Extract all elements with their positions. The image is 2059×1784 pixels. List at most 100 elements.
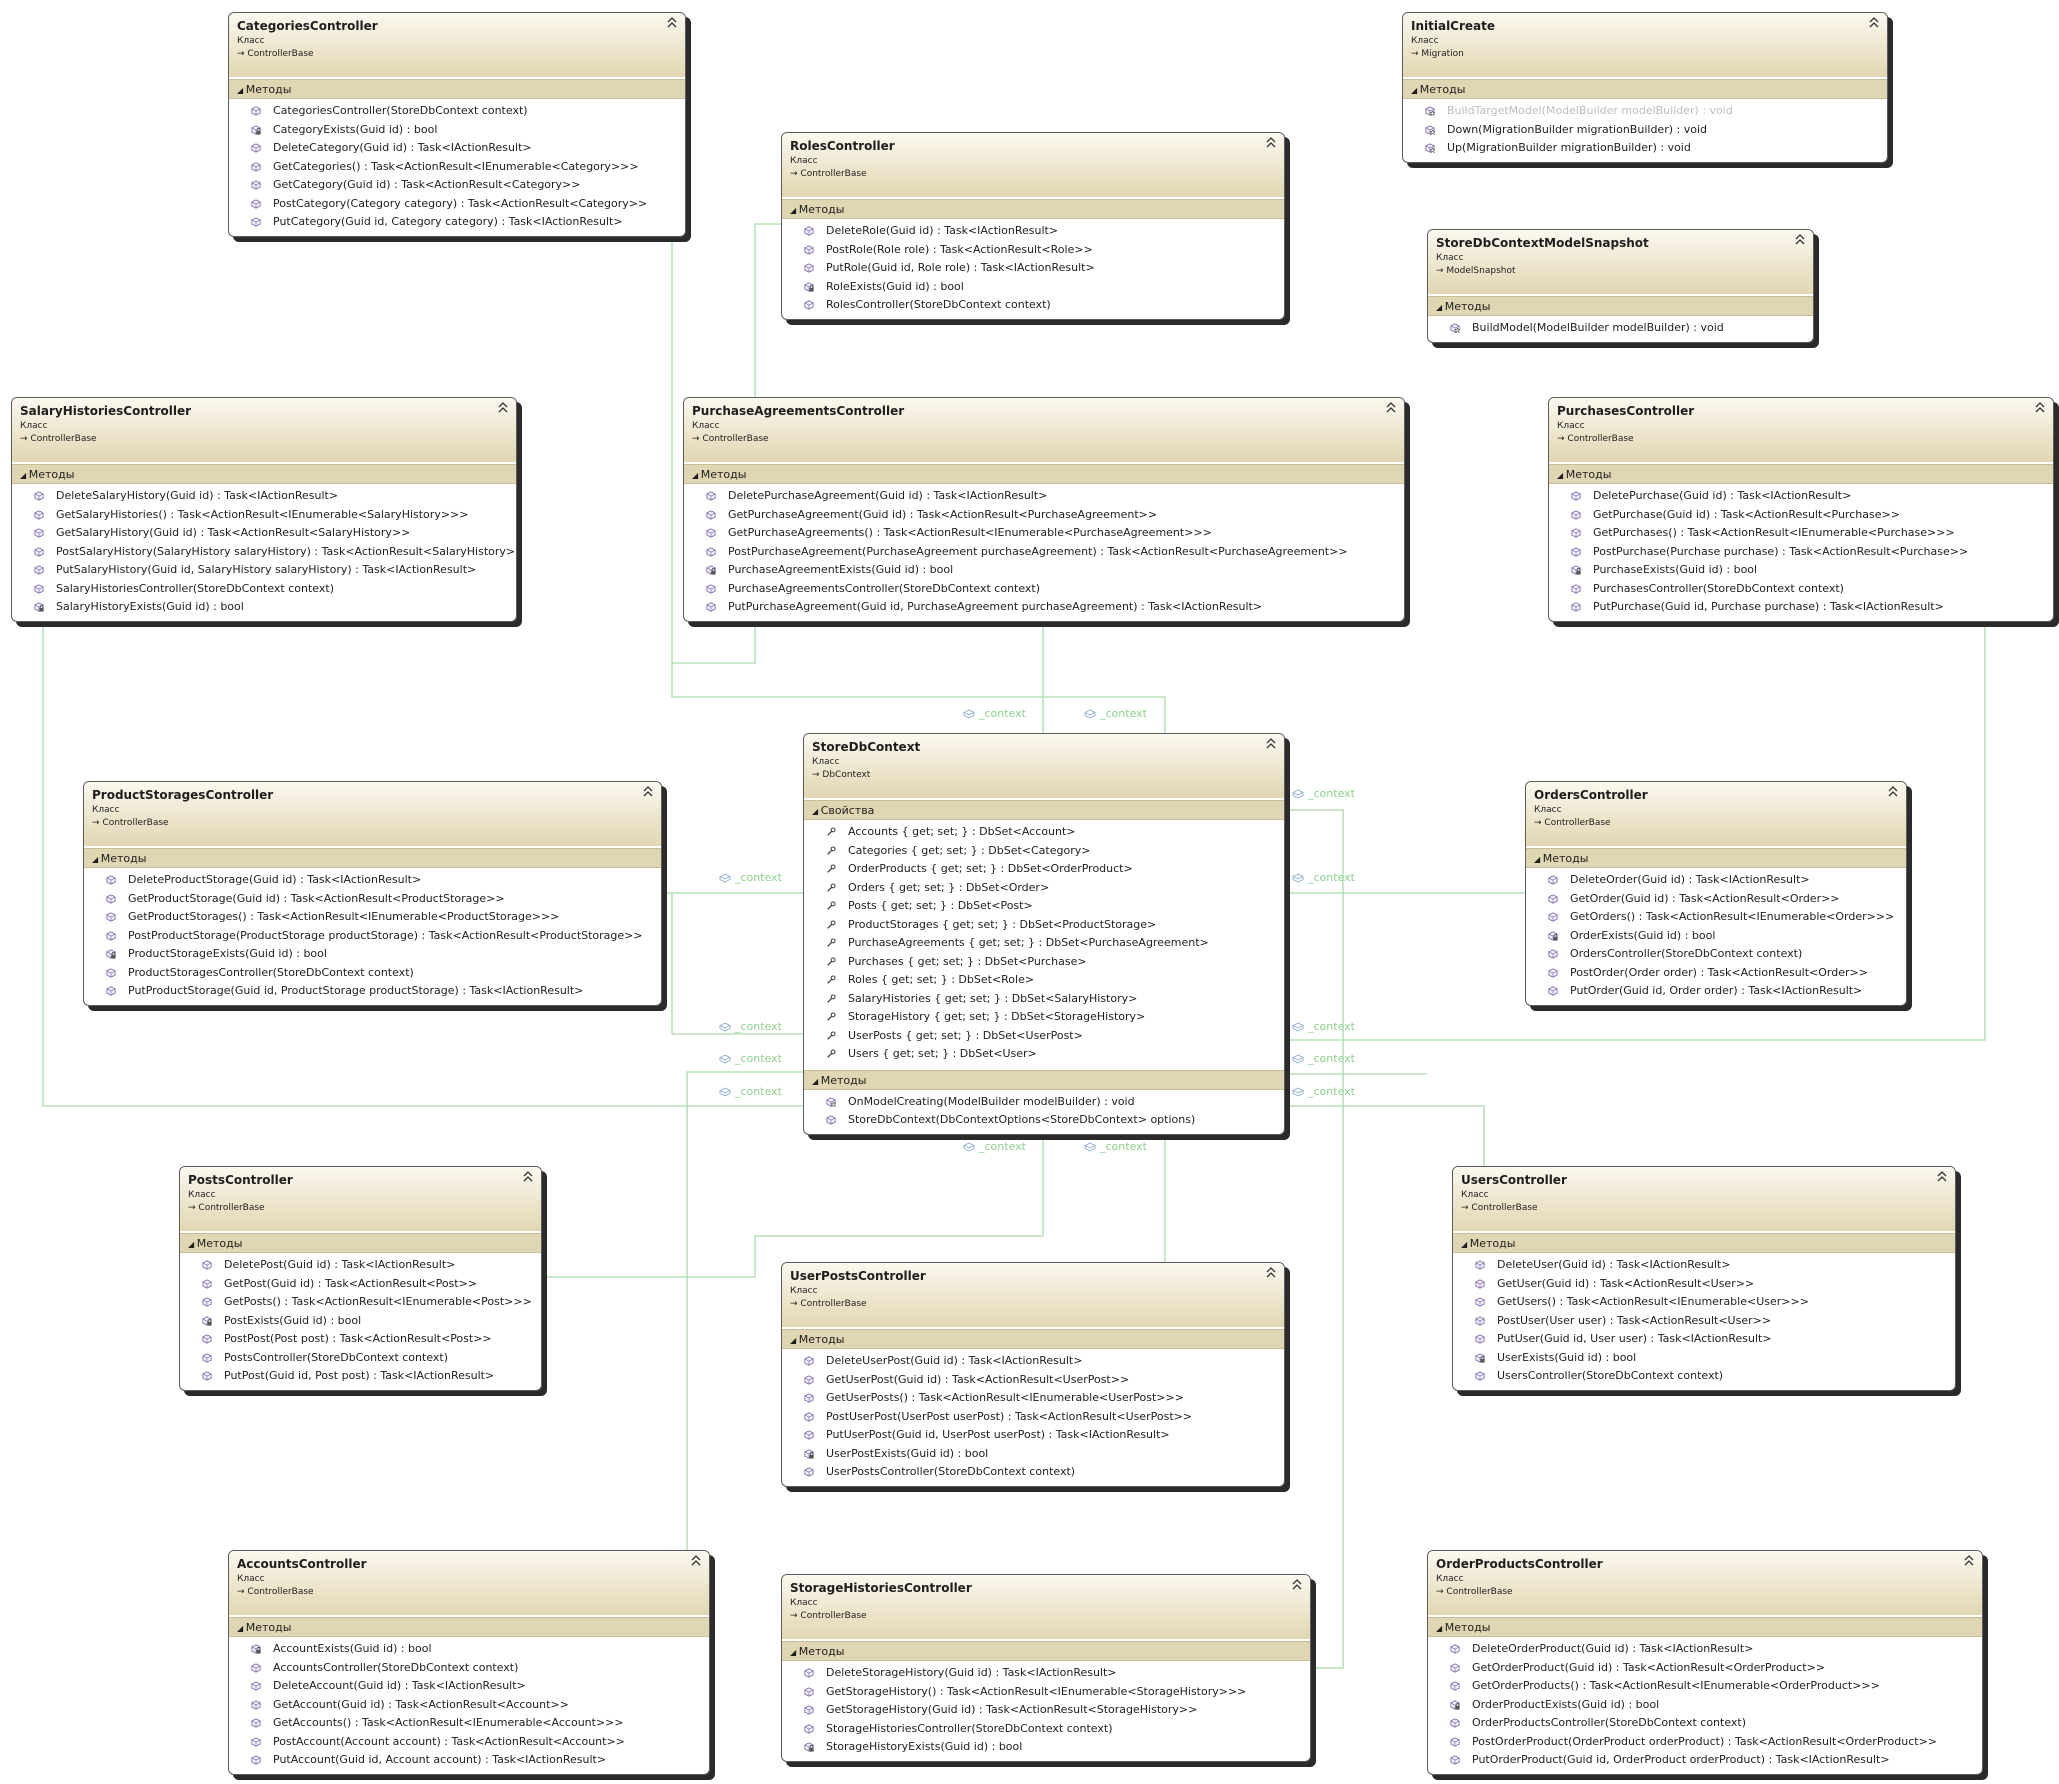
property-row[interactable]: OrderProducts { get; set; } : DbSet<Orde… xyxy=(804,860,1284,879)
property-row[interactable]: Purchases { get; set; } : DbSet<Purchase… xyxy=(804,953,1284,972)
method-row[interactable]: GetSalaryHistory(Guid id) : Task<ActionR… xyxy=(12,524,516,543)
method-row[interactable]: PutOrder(Guid id, Order order) : Task<IA… xyxy=(1526,982,1906,1001)
method-row[interactable]: GetOrderProduct(Guid id) : Task<ActionRe… xyxy=(1428,1659,1982,1678)
method-row[interactable]: UserPostExists(Guid id) : bool xyxy=(782,1445,1284,1464)
method-row[interactable]: ProductStoragesController(StoreDbContext… xyxy=(84,964,661,983)
method-row[interactable]: PutUser(Guid id, User user) : Task<IActi… xyxy=(1453,1330,1955,1349)
method-row[interactable]: PostExists(Guid id) : bool xyxy=(180,1312,541,1331)
method-row[interactable]: GetProductStorage(Guid id) : Task<Action… xyxy=(84,890,661,909)
collapse-chevron-icon[interactable] xyxy=(1266,1267,1276,1281)
method-row[interactable]: DeleteUserPost(Guid id) : Task<IActionRe… xyxy=(782,1352,1284,1371)
method-row[interactable]: BuildModel(ModelBuilder modelBuilder) : … xyxy=(1428,319,1813,338)
section-header-properties[interactable]: ◢ Свойства xyxy=(804,800,1284,820)
collapse-chevron-icon[interactable] xyxy=(1888,786,1898,800)
section-header-methods[interactable]: ◢ Методы xyxy=(84,848,661,868)
method-row[interactable]: DeleteRole(Guid id) : Task<IActionResult… xyxy=(782,222,1284,241)
section-header-methods[interactable]: ◢ Методы xyxy=(1403,79,1887,99)
method-row[interactable]: PutSalaryHistory(Guid id, SalaryHistory … xyxy=(12,561,516,580)
method-row[interactable]: OnModelCreating(ModelBuilder modelBuilde… xyxy=(804,1093,1284,1112)
method-row[interactable]: PutPurchaseAgreement(Guid id, PurchaseAg… xyxy=(684,598,1404,617)
method-row[interactable]: GetSalaryHistories() : Task<ActionResult… xyxy=(12,506,516,525)
collapse-chevron-icon[interactable] xyxy=(667,17,677,31)
method-row[interactable]: PurchaseAgreementsController(StoreDbCont… xyxy=(684,580,1404,599)
method-row[interactable]: PostSalaryHistory(SalaryHistory salaryHi… xyxy=(12,543,516,562)
collapse-chevron-icon[interactable] xyxy=(1964,1555,1974,1569)
section-header-methods[interactable]: ◢ Методы xyxy=(229,1617,709,1637)
method-row[interactable]: PutPost(Guid id, Post post) : Task<IActi… xyxy=(180,1367,541,1386)
method-row[interactable]: AccountExists(Guid id) : bool xyxy=(229,1640,709,1659)
method-row[interactable]: CategoriesController(StoreDbContext cont… xyxy=(229,102,685,121)
method-row[interactable]: GetProductStorages() : Task<ActionResult… xyxy=(84,908,661,927)
method-row[interactable]: GetPurchaseAgreement(Guid id) : Task<Act… xyxy=(684,506,1404,525)
method-row[interactable]: RolesController(StoreDbContext context) xyxy=(782,296,1284,315)
method-row[interactable]: UserExists(Guid id) : bool xyxy=(1453,1349,1955,1368)
method-row[interactable]: PutCategory(Guid id, Category category) … xyxy=(229,213,685,232)
property-row[interactable]: Categories { get; set; } : DbSet<Categor… xyxy=(804,842,1284,861)
method-row[interactable]: GetPosts() : Task<ActionResult<IEnumerab… xyxy=(180,1293,541,1312)
method-row[interactable]: AccountsController(StoreDbContext contex… xyxy=(229,1659,709,1678)
method-row[interactable]: GetPurchaseAgreements() : Task<ActionRes… xyxy=(684,524,1404,543)
method-row[interactable]: RoleExists(Guid id) : bool xyxy=(782,278,1284,297)
section-header-methods[interactable]: ◢ Методы xyxy=(782,1641,1310,1661)
method-row[interactable]: PostCategory(Category category) : Task<A… xyxy=(229,195,685,214)
method-row[interactable]: PutUserPost(Guid id, UserPost userPost) … xyxy=(782,1426,1284,1445)
method-row[interactable]: PutOrderProduct(Guid id, OrderProduct or… xyxy=(1428,1751,1982,1770)
section-header-methods[interactable]: ◢ Методы xyxy=(1453,1233,1955,1253)
method-row[interactable]: PostOrderProduct(OrderProduct orderProdu… xyxy=(1428,1733,1982,1752)
method-row[interactable]: SalaryHistoriesController(StoreDbContext… xyxy=(12,580,516,599)
collapse-chevron-icon[interactable] xyxy=(498,402,508,416)
collapse-chevron-icon[interactable] xyxy=(2035,402,2045,416)
method-row[interactable]: GetPurchase(Guid id) : Task<ActionResult… xyxy=(1549,506,2053,525)
method-row[interactable]: UserPostsController(StoreDbContext conte… xyxy=(782,1463,1284,1482)
collapse-chevron-icon[interactable] xyxy=(643,786,653,800)
method-row[interactable]: PostUser(User user) : Task<ActionResult<… xyxy=(1453,1312,1955,1331)
method-row[interactable]: OrderProductsController(StoreDbContext c… xyxy=(1428,1714,1982,1733)
section-header-methods[interactable]: ◢ Методы xyxy=(782,1329,1284,1349)
property-row[interactable]: SalaryHistories { get; set; } : DbSet<Sa… xyxy=(804,990,1284,1009)
property-row[interactable]: Orders { get; set; } : DbSet<Order> xyxy=(804,879,1284,898)
method-row[interactable]: DeletePost(Guid id) : Task<IActionResult… xyxy=(180,1256,541,1275)
section-header-methods[interactable]: ◢ Методы xyxy=(1549,464,2053,484)
section-header-methods[interactable]: ◢ Методы xyxy=(12,464,516,484)
method-row[interactable]: PostProductStorage(ProductStorage produc… xyxy=(84,927,661,946)
method-row[interactable]: DeleteUser(Guid id) : Task<IActionResult… xyxy=(1453,1256,1955,1275)
section-header-methods[interactable]: ◢ Методы xyxy=(229,79,685,99)
method-row[interactable]: Up(MigrationBuilder migrationBuilder) : … xyxy=(1403,139,1887,158)
method-row[interactable]: GetAccounts() : Task<ActionResult<IEnume… xyxy=(229,1714,709,1733)
method-row[interactable]: GetUsers() : Task<ActionResult<IEnumerab… xyxy=(1453,1293,1955,1312)
method-row[interactable]: GetUserPosts() : Task<ActionResult<IEnum… xyxy=(782,1389,1284,1408)
method-row[interactable]: DeleteStorageHistory(Guid id) : Task<IAc… xyxy=(782,1664,1310,1683)
method-row[interactable]: Down(MigrationBuilder migrationBuilder) … xyxy=(1403,121,1887,140)
method-row[interactable]: PutPurchase(Guid id, Purchase purchase) … xyxy=(1549,598,2053,617)
property-row[interactable]: PurchaseAgreements { get; set; } : DbSet… xyxy=(804,934,1284,953)
method-row[interactable]: DeleteProductStorage(Guid id) : Task<IAc… xyxy=(84,871,661,890)
property-row[interactable]: Posts { get; set; } : DbSet<Post> xyxy=(804,897,1284,916)
method-row[interactable]: PutAccount(Guid id, Account account) : T… xyxy=(229,1751,709,1770)
method-row[interactable]: StorageHistoriesController(StoreDbContex… xyxy=(782,1720,1310,1739)
method-row[interactable]: GetCategories() : Task<ActionResult<IEnu… xyxy=(229,158,685,177)
method-row[interactable]: DeleteOrderProduct(Guid id) : Task<IActi… xyxy=(1428,1640,1982,1659)
method-row[interactable]: GetCategory(Guid id) : Task<ActionResult… xyxy=(229,176,685,195)
section-header-methods[interactable]: ◢ Методы xyxy=(684,464,1404,484)
method-row[interactable]: OrderExists(Guid id) : bool xyxy=(1526,927,1906,946)
method-row[interactable]: PostPurchase(Purchase purchase) : Task<A… xyxy=(1549,543,2053,562)
method-row[interactable]: DeleteOrder(Guid id) : Task<IActionResul… xyxy=(1526,871,1906,890)
collapse-chevron-icon[interactable] xyxy=(523,1171,533,1185)
method-row[interactable]: StorageHistoryExists(Guid id) : bool xyxy=(782,1738,1310,1757)
collapse-chevron-icon[interactable] xyxy=(1869,17,1879,31)
method-row[interactable]: PurchaseExists(Guid id) : bool xyxy=(1549,561,2053,580)
property-row[interactable]: StorageHistory { get; set; } : DbSet<Sto… xyxy=(804,1008,1284,1027)
method-row[interactable]: DeletePurchaseAgreement(Guid id) : Task<… xyxy=(684,487,1404,506)
method-row[interactable]: DeleteAccount(Guid id) : Task<IActionRes… xyxy=(229,1677,709,1696)
collapse-chevron-icon[interactable] xyxy=(1795,234,1805,248)
collapse-chevron-icon[interactable] xyxy=(1386,402,1396,416)
property-row[interactable]: Accounts { get; set; } : DbSet<Account> xyxy=(804,823,1284,842)
